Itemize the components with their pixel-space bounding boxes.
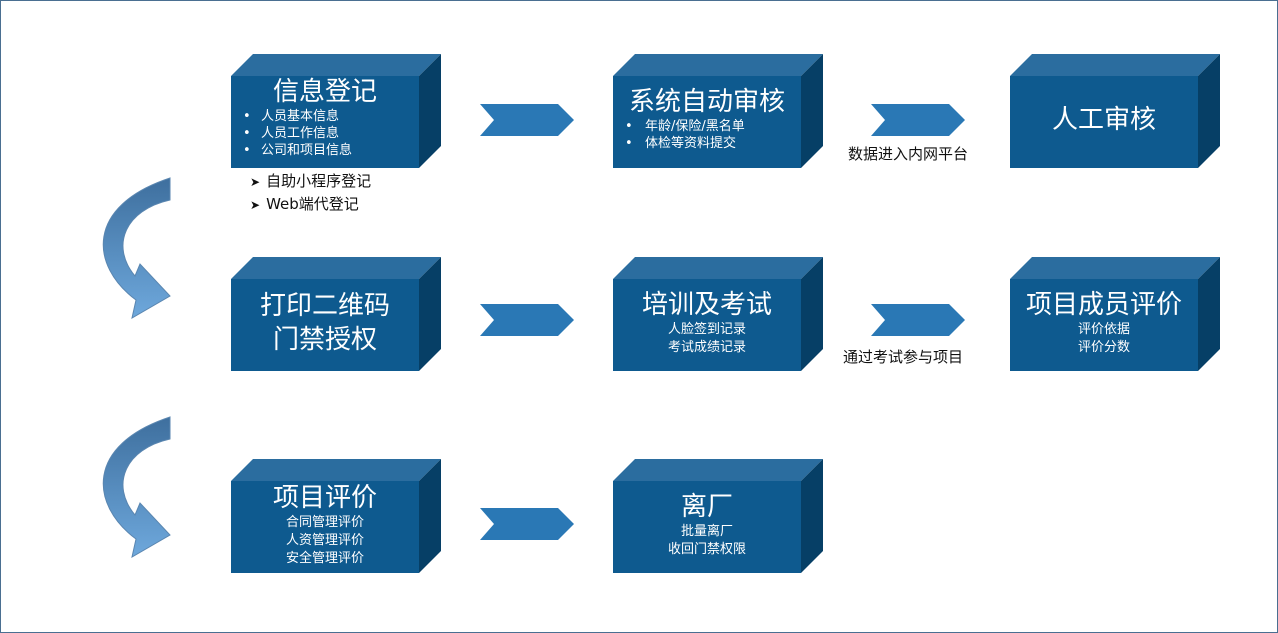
step-detail: 评价依据 [1077, 322, 1130, 337]
step-manual-review: 人工审核 [1010, 54, 1220, 168]
cube-shape [231, 257, 441, 371]
cube-shape [613, 459, 823, 573]
step-training-exam: 培训及考试 人脸签到记录 考试成绩记录 [613, 257, 823, 371]
step-detail: 人资管理评价 [285, 533, 364, 548]
cube-shape [613, 257, 823, 371]
step-title: 培训及考试 [641, 290, 772, 320]
chevron-arrow-icon [480, 508, 574, 540]
curved-down-arrow-icon [102, 177, 171, 320]
connector-label: 通过考试参与项目 [843, 348, 964, 366]
connector-label: 数据进入内网平台 [848, 145, 969, 163]
method-item: ➤ 自助小程序登记 [250, 170, 371, 193]
step-detail: 合同管理评价 [285, 515, 364, 530]
method-label: 自助小程序登记 [266, 172, 372, 190]
step-info-registration: 信息登记 人员基本信息 人员工作信息 公司和项目信息 [231, 54, 441, 168]
method-item: ➤ Web端代登记 [250, 193, 371, 216]
step-title-line2: 门禁授权 [272, 325, 377, 355]
step-title: 项目评价 [272, 483, 377, 513]
step-bullets: 年龄/保险/黑名单 体检等资料提交 [613, 118, 745, 152]
bullet-item: 年龄/保险/黑名单 [613, 118, 745, 135]
bullet-item: 人员工作信息 [231, 125, 352, 142]
method-label: Web端代登记 [266, 195, 359, 213]
step-detail: 收回门禁权限 [667, 542, 746, 557]
step-detail: 评价分数 [1077, 340, 1130, 355]
arrowhead-bullet-icon: ➤ [250, 175, 261, 189]
step-leave-site: 离厂 批量离厂 收回门禁权限 [613, 459, 823, 573]
step-title: 离厂 [680, 492, 733, 522]
arrowhead-bullet-icon: ➤ [250, 198, 261, 212]
step-title: 人工审核 [1051, 105, 1156, 135]
step-auto-review: 系统自动审核 年龄/保险/黑名单 体检等资料提交 [613, 54, 823, 168]
bullet-item: 人员基本信息 [231, 108, 352, 125]
step-title-line1: 打印二维码 [259, 291, 390, 321]
step-bullets: 人员基本信息 人员工作信息 公司和项目信息 [231, 108, 352, 159]
cube-shape [1010, 257, 1220, 371]
step-member-evaluation: 项目成员评价 评价依据 评价分数 [1010, 257, 1220, 371]
step-detail: 安全管理评价 [285, 551, 364, 566]
step-qrcode-access: 打印二维码 门禁授权 [231, 257, 441, 371]
chevron-arrow-icon [480, 104, 574, 136]
chevron-arrow-icon [871, 304, 965, 336]
step-detail: 批量离厂 [680, 524, 733, 539]
step-project-evaluation: 项目评价 合同管理评价 人资管理评价 安全管理评价 [231, 459, 441, 573]
cube-shape [231, 459, 441, 573]
cube-shape [1010, 54, 1220, 168]
step-title: 项目成员评价 [1025, 290, 1182, 320]
registration-methods: ➤ 自助小程序登记 ➤ Web端代登记 [250, 170, 371, 216]
step-title: 信息登记 [272, 77, 377, 107]
step-detail: 考试成绩记录 [667, 340, 746, 355]
chevron-arrow-icon [871, 104, 965, 136]
bullet-item: 公司和项目信息 [231, 142, 352, 159]
curved-down-arrow-icon [102, 416, 171, 559]
bullet-item: 体检等资料提交 [613, 135, 745, 152]
step-detail: 人脸签到记录 [667, 322, 746, 337]
chevron-arrow-icon [480, 304, 574, 336]
step-title: 系统自动审核 [628, 87, 785, 117]
